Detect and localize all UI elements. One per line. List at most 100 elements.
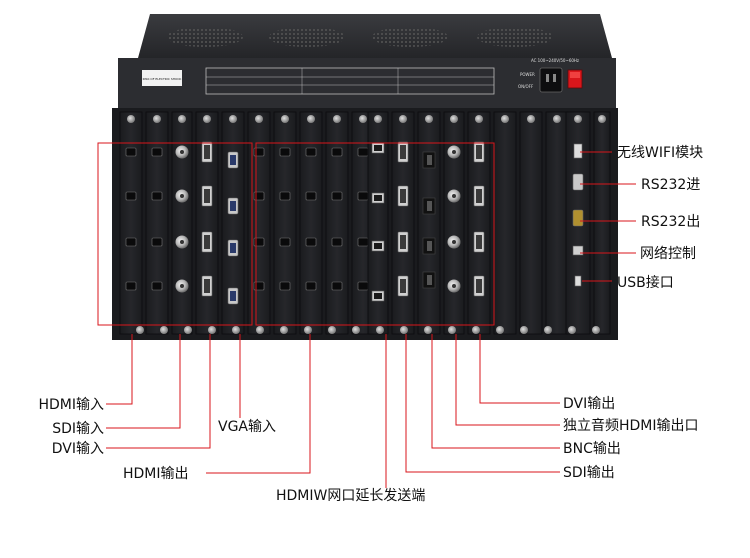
screw-icon[interactable]: [472, 326, 480, 334]
hdmi-port-icon[interactable]: [357, 147, 369, 157]
dvi-card: [391, 111, 415, 335]
callout-usb-port: USB接口: [617, 275, 674, 291]
hdmi-port-icon[interactable]: [331, 147, 343, 157]
hdmi-port-icon[interactable]: [331, 281, 343, 291]
screw-icon[interactable]: [203, 115, 211, 123]
callout-sdi-output: SDI输出: [563, 465, 615, 481]
callout-vga-input: VGA输入: [218, 419, 277, 435]
callout-dvi-input: DVI输入: [51, 441, 104, 457]
hdmi-port-icon[interactable]: [151, 147, 163, 157]
screw-icon[interactable]: [184, 326, 192, 334]
screw-icon[interactable]: [281, 115, 289, 123]
screw-icon[interactable]: [448, 326, 456, 334]
usb-port-icon[interactable]: [574, 275, 582, 287]
hdmi-port-icon[interactable]: [279, 147, 291, 157]
hdmi-port-icon[interactable]: [125, 191, 137, 201]
screw-icon[interactable]: [304, 326, 312, 334]
screw-icon[interactable]: [399, 115, 407, 123]
hdmi-port-icon[interactable]: [125, 147, 137, 157]
callout-sdi-input: SDI输入: [52, 421, 104, 437]
hdmi-port-icon[interactable]: [151, 191, 163, 201]
screw-icon[interactable]: [307, 115, 315, 123]
screw-icon[interactable]: [208, 326, 216, 334]
screw-icon[interactable]: [574, 115, 582, 123]
callout-hdmi-output: HDMI输出: [123, 466, 189, 482]
blank-card: [545, 111, 569, 335]
rs232-out-port-icon[interactable]: [572, 209, 584, 227]
hdmi-card: [119, 111, 143, 335]
screw-icon[interactable]: [520, 326, 528, 334]
hdmi-port-icon[interactable]: [331, 237, 343, 247]
callout-hdmi-input: HDMI输入: [38, 397, 104, 413]
hdmi-port-icon[interactable]: [151, 237, 163, 247]
io-cards: [119, 111, 611, 335]
screw-icon[interactable]: [333, 115, 341, 123]
screw-icon[interactable]: [425, 115, 433, 123]
screw-icon[interactable]: [544, 326, 552, 334]
hdmi-port-icon[interactable]: [357, 281, 369, 291]
screw-icon[interactable]: [232, 326, 240, 334]
hdmi-port-icon[interactable]: [305, 147, 317, 157]
power-label: AC 100~240V/50~60Hz: [531, 58, 579, 63]
onoff-text: ON/OFF: [518, 84, 534, 89]
hdmi-card: [325, 111, 349, 335]
hdmi-port-icon[interactable]: [357, 191, 369, 201]
screw-icon[interactable]: [424, 326, 432, 334]
hdmi-port-icon[interactable]: [151, 281, 163, 291]
hdmi-port-icon[interactable]: [305, 191, 317, 201]
screw-icon[interactable]: [598, 115, 606, 123]
screw-icon[interactable]: [328, 326, 336, 334]
screw-icon[interactable]: [374, 115, 382, 123]
screw-icon[interactable]: [450, 115, 458, 123]
blank-card: [593, 111, 611, 335]
hdmi-port-icon[interactable]: [305, 281, 317, 291]
blank-card: [519, 111, 543, 335]
screw-icon[interactable]: [229, 115, 237, 123]
hdmi-port-icon[interactable]: [305, 237, 317, 247]
network-port-icon[interactable]: [572, 245, 584, 256]
screw-icon[interactable]: [376, 326, 384, 334]
screw-icon[interactable]: [160, 326, 168, 334]
hdmi-port-icon[interactable]: [279, 281, 291, 291]
screw-icon[interactable]: [127, 115, 135, 123]
power-inlet[interactable]: [539, 67, 563, 93]
screw-icon[interactable]: [568, 326, 576, 334]
screw-icon[interactable]: [496, 326, 504, 334]
callout-bnc-output: BNC输出: [563, 441, 621, 457]
hdmi-port-icon[interactable]: [331, 191, 343, 201]
callout-line: [106, 334, 181, 429]
screw-icon[interactable]: [359, 115, 367, 123]
warning-label: [142, 70, 182, 86]
fan-grill: [167, 27, 243, 47]
screw-icon[interactable]: [400, 326, 408, 334]
wifi-module-icon[interactable]: [573, 143, 583, 159]
screw-icon[interactable]: [255, 115, 263, 123]
screw-icon[interactable]: [501, 115, 509, 123]
screw-icon[interactable]: [153, 115, 161, 123]
fan-grill: [477, 27, 553, 47]
callout-rs232-in: RS232进: [641, 177, 701, 193]
hdmi-port-icon[interactable]: [279, 237, 291, 247]
spec-label-table: [205, 67, 495, 95]
hdmi-port-icon[interactable]: [125, 281, 137, 291]
screw-icon[interactable]: [136, 326, 144, 334]
hdmi-port-icon[interactable]: [125, 237, 137, 247]
power-text: POWER: [520, 72, 535, 77]
audio-card: [417, 111, 441, 335]
screw-icon[interactable]: [352, 326, 360, 334]
screw-icon[interactable]: [527, 115, 535, 123]
hdmi-port-icon[interactable]: [357, 237, 369, 247]
screw-icon[interactable]: [592, 326, 600, 334]
rs232-in-port-icon[interactable]: [572, 173, 584, 191]
callout-audio-hdmi-output: 独立音频HDMI输出口: [563, 418, 699, 434]
hdmi-port-icon[interactable]: [279, 191, 291, 201]
screw-icon[interactable]: [256, 326, 264, 334]
bottom-screw-row: [136, 326, 600, 334]
callout-line: [106, 334, 211, 449]
bnc-card: [171, 111, 193, 335]
screw-icon[interactable]: [475, 115, 483, 123]
screw-icon[interactable]: [178, 115, 186, 123]
screw-icon[interactable]: [553, 115, 561, 123]
screw-icon[interactable]: [280, 326, 288, 334]
callout-lines: [97, 142, 636, 488]
